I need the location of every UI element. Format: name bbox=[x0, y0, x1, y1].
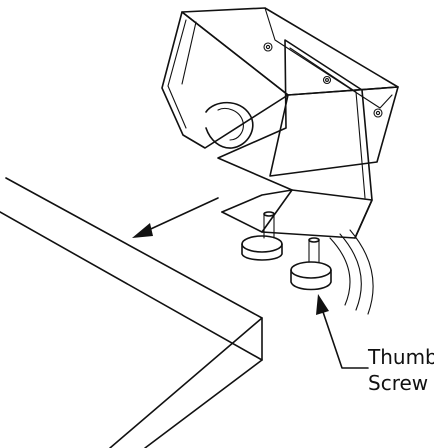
callout-line-2: Screw bbox=[368, 371, 428, 395]
thumb-screw-right bbox=[290, 237, 332, 291]
table-surface bbox=[0, 177, 263, 448]
callout-leader bbox=[316, 294, 369, 369]
thumb-screw-left bbox=[241, 211, 283, 261]
clamp-bracket bbox=[217, 39, 373, 239]
direction-arrow bbox=[132, 197, 219, 238]
rotation-arcs bbox=[329, 229, 374, 315]
callout-label: Thumb Screw bbox=[367, 345, 434, 395]
callout-line-1: Thumb bbox=[367, 345, 434, 369]
